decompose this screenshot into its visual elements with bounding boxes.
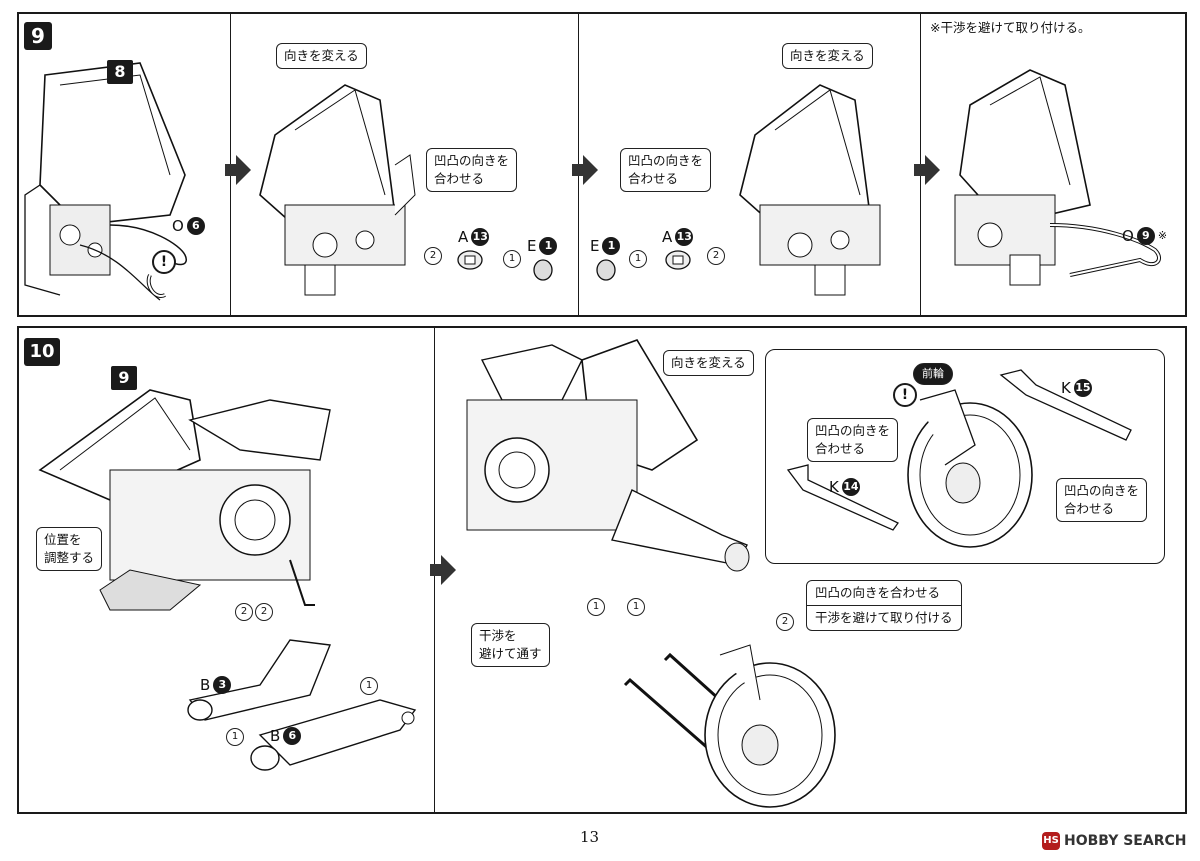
callout-turn-direction-1: 向きを変える [276,43,367,69]
order-marker-2: 2 [424,247,442,265]
callout-turn-direction-3: 向きを変える [663,350,754,376]
order-marker-1: 1 [226,728,244,746]
part-letter: O [1122,227,1134,245]
front-wheel-drawing [907,389,1033,548]
warning-icon: ! [893,383,917,407]
callout-adjust-position: 位置を 調整する [36,527,103,571]
step9-sub-ref-8: 8 [107,60,133,84]
step9-illustration-2 [259,84,416,296]
callout-turn-direction-2: 向きを変える [782,43,873,69]
callout-pass-through: 干渉を 避けて通す [471,623,550,667]
callout-align-and-avoid: 凹凸の向きを合わせる 干渉を避けて取り付ける [806,580,962,631]
order-marker-1: 1 [360,677,378,695]
order-marker-1: 1 [627,598,645,616]
part-o6-label: O 6 [172,217,205,235]
step-arrow-icon [430,555,456,585]
callout-align-k15: 凹凸の向きを 合わせる [1056,478,1148,522]
callout-line: 調整する [44,550,95,565]
watermark-icon: HS [1042,832,1060,850]
part-e1-label-2: E 1 [590,237,621,255]
callout-line: 合わせる [815,441,866,456]
order-marker-1: 1 [629,250,647,268]
callout-line: 干渉を [479,628,517,643]
part-letter: K [829,478,839,496]
callout-line: 合わせる [1064,501,1115,516]
part-number: 6 [186,217,205,235]
step10-sub-ref-9: 9 [111,366,137,390]
part-b3-label: B 3 [200,676,232,694]
note-avoid-interference: ※干渉を避けて取り付ける。 [930,20,1091,35]
watermark-text: HOBBY SEARCH [1064,833,1187,849]
part-number: 15 [1073,379,1092,397]
callout-line: 凹凸の向きを [434,153,510,168]
step9-illustration-4 [954,69,1161,286]
part-letter: A [662,228,673,246]
warning-icon: ! [152,250,176,274]
part-a13-drawing-1 [457,250,483,270]
part-k15-drawing [999,369,1132,441]
part-note-mark: ※ [1157,229,1168,242]
callout-align-k14: 凹凸の向きを 合わせる [807,418,899,462]
part-e1-drawing-2 [596,259,616,281]
watermark-logo: HS HOBBY SEARCH [1042,832,1186,850]
part-letter: E [527,237,537,255]
part-number: 14 [841,478,860,496]
step-arrow-icon [914,155,940,185]
part-letter: B [270,727,281,745]
step9-illustration-1 [24,62,187,301]
part-number: 13 [471,228,490,246]
part-letter: K [1061,379,1071,397]
callout-line: 位置を [44,532,82,547]
rear-wheel-drawing [623,644,836,808]
step10-illustration-frame [38,389,331,611]
part-k14-label: K 14 [829,478,860,496]
part-number: 1 [602,237,621,255]
part-a13-label-2: A 13 [662,228,694,246]
callout-line: 凹凸の向きを [1064,483,1140,498]
callout-align-1: 凹凸の向きを 合わせる [426,148,518,192]
part-letter: B [200,676,211,694]
step-arrow-icon [572,155,598,185]
part-e1-label-1: E 1 [527,237,558,255]
callout-line: 凹凸の向きを [628,153,704,168]
order-marker-1: 1 [503,250,521,268]
step-arrow-icon [225,155,251,185]
callout-line: 干渉を避けて取り付ける [815,610,953,625]
part-b6-label: B 6 [270,727,302,745]
step10-illustration-assembly [466,339,750,572]
step9-number: 9 [24,22,52,50]
step10-number: 10 [24,338,60,366]
callout-line: 合わせる [434,171,485,186]
order-marker-2: 2 [255,603,273,621]
part-letter: A [458,228,469,246]
part-letter: E [590,237,600,255]
order-marker-1: 1 [587,598,605,616]
page-number: 13 [580,828,600,846]
part-number: 1 [539,237,558,255]
part-k15-label: K 15 [1061,379,1092,397]
callout-line: 避けて通す [479,646,542,661]
part-number: 13 [675,228,694,246]
callout-line: 凹凸の向きを合わせる [807,581,961,606]
order-marker-2: 2 [235,603,253,621]
part-k14-drawing [786,464,899,531]
front-wheel-inset [765,349,1165,564]
part-e1-drawing-1 [533,259,553,281]
order-marker-2: 2 [776,613,794,631]
order-marker-2: 2 [707,247,725,265]
swingarm-drawing [187,639,417,771]
part-a13-drawing-2 [665,250,691,270]
callout-align-2: 凹凸の向きを 合わせる [620,148,712,192]
part-number: 9 [1136,227,1155,245]
step9-illustration-3 [739,84,881,296]
callout-line: 凹凸の向きを [815,423,891,438]
part-letter: O [172,217,184,235]
part-number: 3 [213,676,232,694]
part-number: 6 [283,727,302,745]
part-o9-label: O 9 ※ [1122,227,1167,245]
callout-line: 合わせる [628,171,679,186]
part-a13-label-1: A 13 [458,228,490,246]
front-wheel-badge: 前輪 [913,363,953,385]
